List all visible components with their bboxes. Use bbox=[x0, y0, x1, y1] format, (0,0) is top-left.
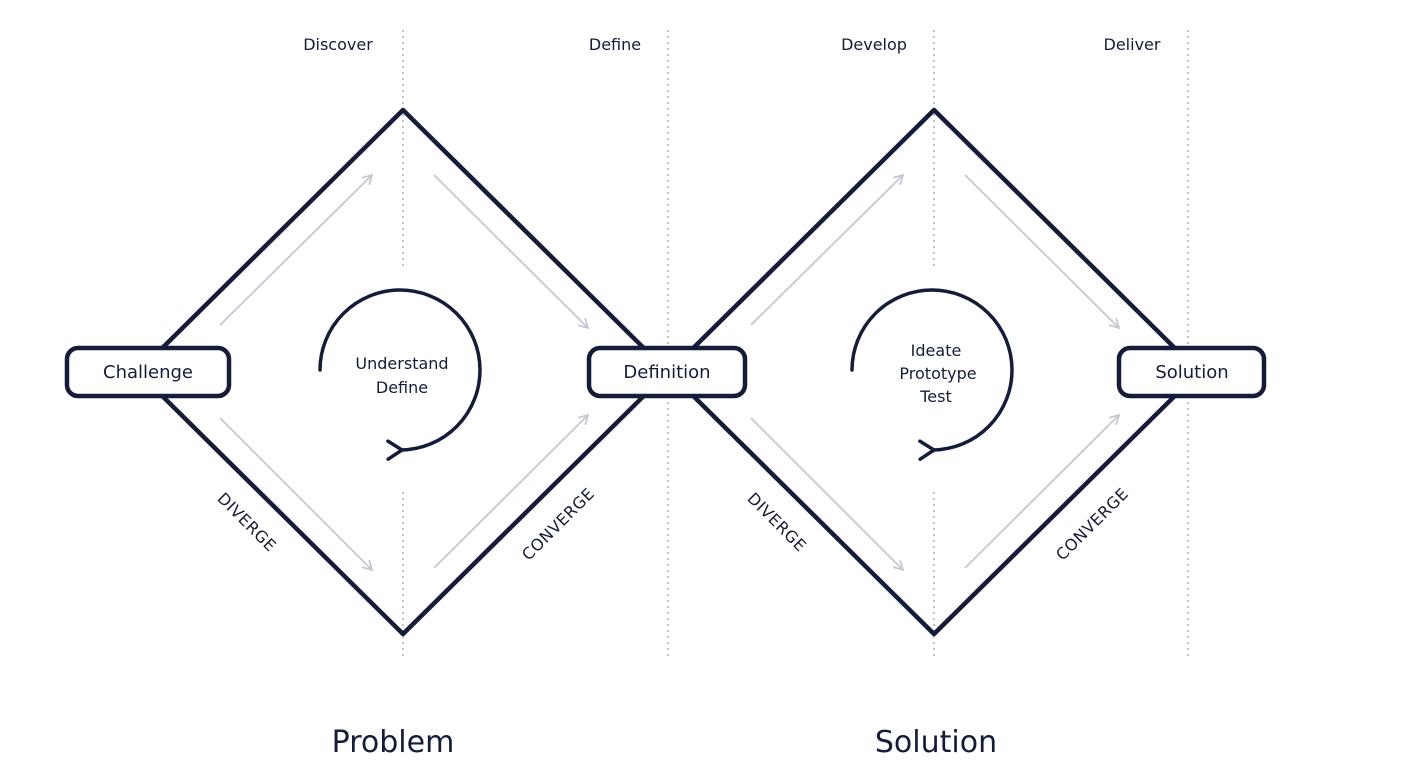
phase-label-develop: Develop bbox=[841, 35, 907, 54]
diamond-problem bbox=[135, 107, 671, 637]
center-text-test: Test bbox=[919, 387, 952, 406]
node-challenge-label: Challenge bbox=[103, 362, 193, 383]
node-challenge: Challenge bbox=[64, 345, 232, 399]
converge-label-solution: CONVERGE bbox=[1052, 484, 1132, 564]
section-title-problem: Problem bbox=[332, 725, 455, 760]
arrow-down-right-1 bbox=[433, 174, 590, 330]
node-solution: Solution bbox=[1116, 345, 1267, 399]
arrow-converge-up-2 bbox=[964, 413, 1121, 569]
arrow-converge-up-1 bbox=[433, 413, 590, 569]
center-text-define: Define bbox=[376, 378, 428, 397]
node-challenge-box bbox=[64, 345, 232, 399]
node-definition: Definition bbox=[586, 345, 748, 399]
arrow-up-right-2 bbox=[750, 173, 905, 326]
diamond-solution bbox=[666, 107, 1202, 637]
phase-label-define: Define bbox=[589, 35, 641, 54]
flow-arrows-problem bbox=[219, 173, 590, 572]
flow-arrows-solution bbox=[750, 173, 1121, 572]
node-definition-label: Definition bbox=[623, 362, 710, 383]
section-title-solution: Solution bbox=[875, 725, 997, 760]
phase-dividers bbox=[402, 30, 1189, 660]
diverge-label-problem: DIVERGE bbox=[214, 489, 281, 556]
center-text-prototype: Prototype bbox=[899, 364, 976, 383]
node-solution-box bbox=[1116, 345, 1267, 399]
arrow-down-right-2 bbox=[964, 174, 1121, 330]
iteration-arrow-problem bbox=[318, 288, 482, 461]
arrow-diverge-down-1 bbox=[219, 417, 374, 572]
phase-label-deliver: Deliver bbox=[1104, 35, 1161, 54]
node-definition-box bbox=[586, 345, 748, 399]
phase-label-discover: Discover bbox=[303, 35, 373, 54]
node-solution-label: Solution bbox=[1155, 362, 1228, 383]
center-text-understand: Understand bbox=[355, 354, 448, 373]
center-text-ideate: Ideate bbox=[911, 341, 962, 360]
converge-label-problem: CONVERGE bbox=[518, 484, 598, 564]
iteration-arrow-solution bbox=[850, 288, 1014, 461]
arrow-diverge-down-2 bbox=[750, 417, 905, 572]
arrow-up-right-1 bbox=[219, 173, 374, 326]
